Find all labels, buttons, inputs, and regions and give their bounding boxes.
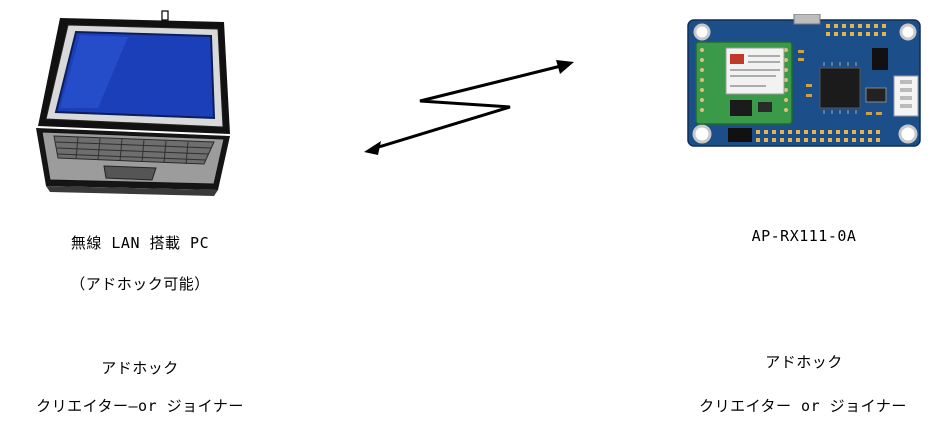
left-role-detail: クリエイター―or ジョイナー: [4, 396, 276, 416]
laptop-illustration: [28, 8, 238, 200]
right-device-name: AP-RX111-0A: [684, 226, 924, 246]
laptop-icon: [28, 8, 238, 200]
wireless-link-arrow-icon: [360, 55, 585, 155]
right-role-title: アドホック: [684, 352, 924, 372]
left-device-name: 無線 LAN 搭載 PC: [20, 233, 260, 253]
left-role-title: アドホック: [20, 358, 260, 378]
wireless-link-arrow: [360, 55, 585, 155]
right-role-detail: クリエイター or ジョイナー: [664, 396, 942, 416]
circuit-board-illustration: [686, 14, 924, 150]
circuit-board-icon: [686, 14, 924, 150]
left-device-note: （アドホック可能）: [20, 274, 260, 294]
